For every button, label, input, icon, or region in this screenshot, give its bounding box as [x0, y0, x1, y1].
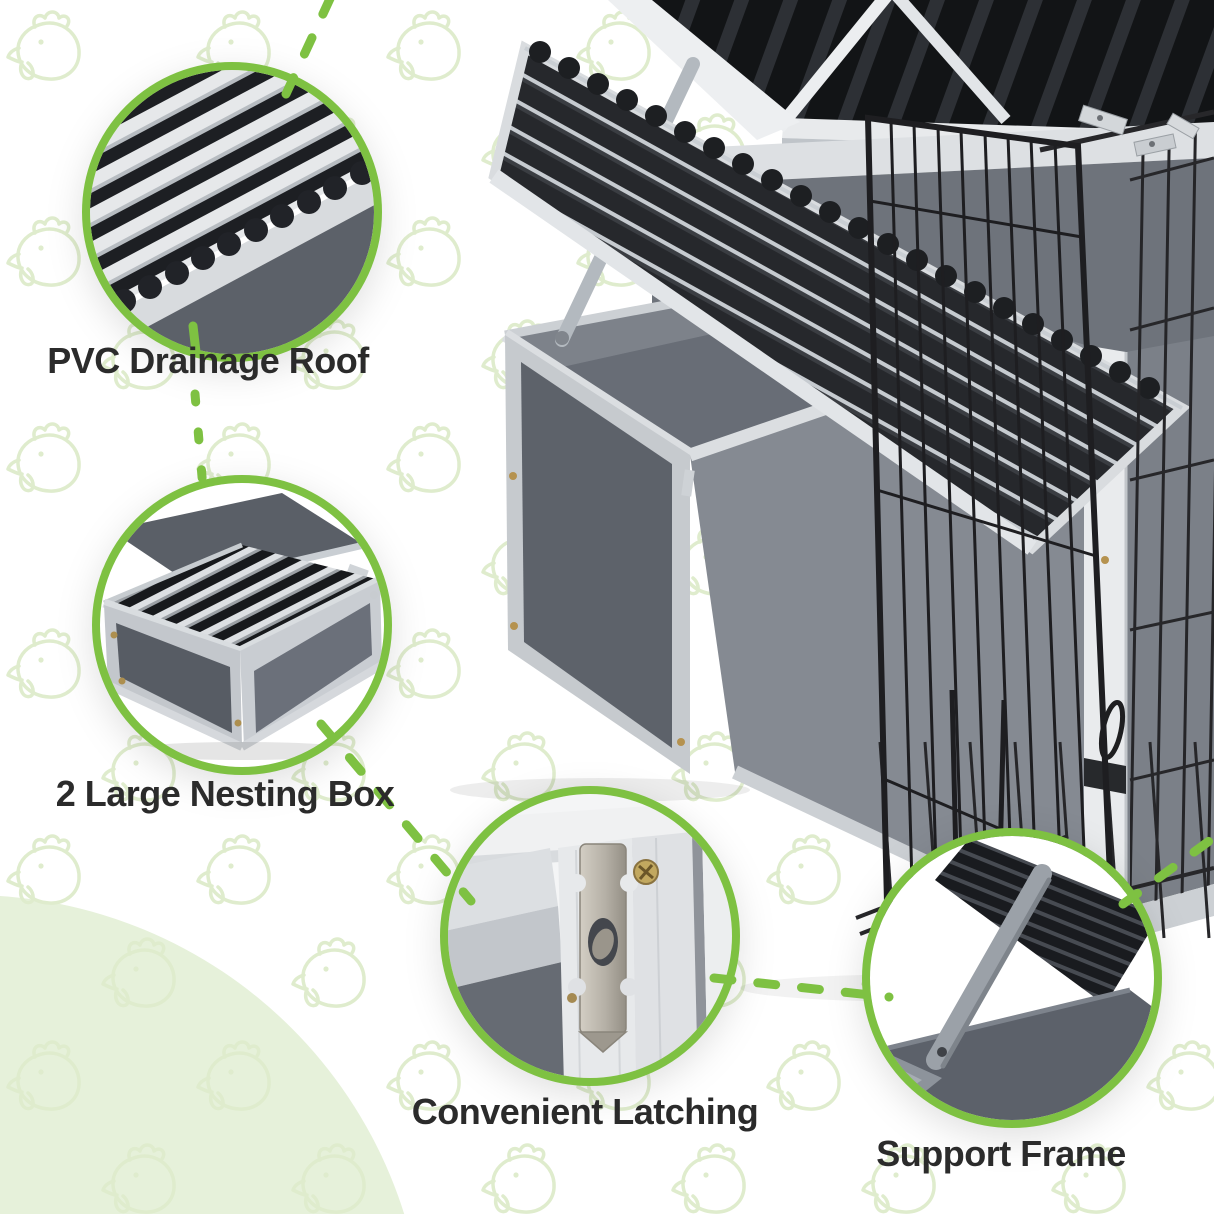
pivot-screw	[937, 1047, 947, 1057]
corrugated-sheet	[90, 70, 374, 334]
support-strut	[926, 864, 1052, 1070]
door-latch-hardware	[1078, 104, 1200, 157]
screw	[234, 719, 242, 727]
latch-tongue	[592, 928, 614, 960]
screw	[118, 677, 126, 685]
screw	[677, 738, 685, 746]
ramp-panel	[872, 990, 1154, 1120]
opened-corrugated-lid	[488, 40, 1191, 555]
slatted-roof-underside	[935, 838, 1154, 1005]
roof-fascia	[90, 162, 374, 354]
screw	[509, 472, 517, 480]
callout-nesting-box	[92, 475, 392, 775]
latch-hook	[370, 591, 378, 599]
screw	[1101, 556, 1109, 564]
callout-pvc-roof	[82, 62, 382, 362]
feature-label-nesting-box: 2 Large Nesting Box	[55, 773, 395, 814]
roof-support-bar	[892, 0, 1011, 124]
open-lid	[110, 493, 364, 585]
hinge	[346, 563, 369, 580]
screw	[510, 622, 518, 630]
roof-support-bar	[773, 0, 892, 133]
callout-latch	[440, 786, 740, 1086]
feature-label-latching: Convenient Latching	[411, 1091, 759, 1132]
callout-ring	[82, 62, 382, 362]
phillips-screw	[633, 859, 659, 885]
feature-label-support-frame: Support Frame	[876, 1133, 1126, 1174]
feature-label-pvc-roof: PVC Drainage Roof	[47, 340, 369, 381]
support-strut-closeup	[870, 836, 1154, 1120]
screw	[110, 631, 118, 639]
gable-post	[608, 0, 800, 140]
callout-ring	[440, 786, 740, 1086]
hasp-latch	[568, 843, 638, 1053]
latch-hook	[681, 469, 695, 497]
callout-support-frame	[862, 828, 1162, 1128]
frame-board	[632, 832, 698, 1078]
screw	[567, 993, 577, 1003]
wire-mesh-wall	[1039, 109, 1214, 908]
callout-ring	[92, 475, 392, 775]
nesting-box-closeup	[100, 483, 384, 767]
